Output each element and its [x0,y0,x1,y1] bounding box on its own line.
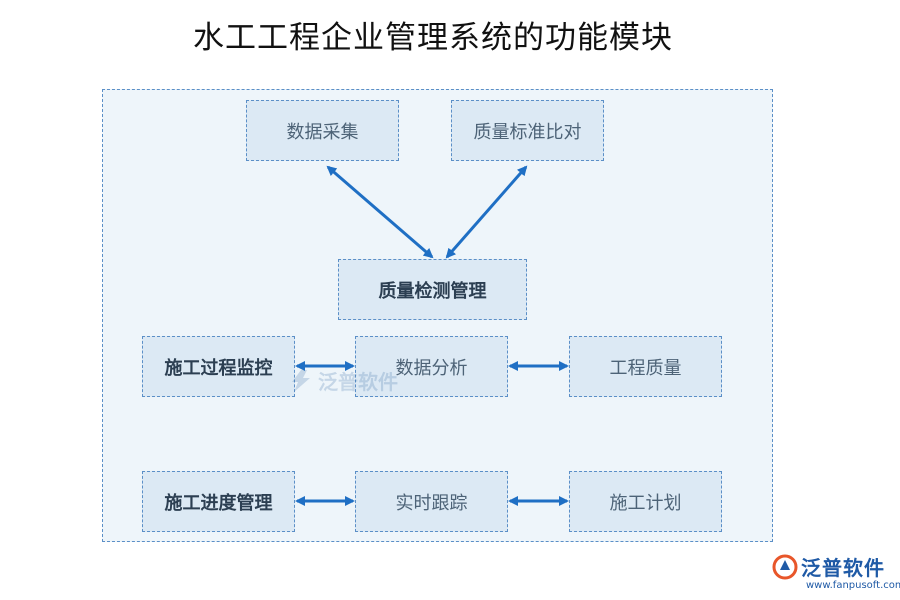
node-quality-compare: 质量标准比对 [451,100,604,161]
arrow-collect-inspect [326,165,434,259]
brand-logo: 泛普软件 [772,552,885,581]
node-process-monitor: 施工过程监控 [142,336,295,397]
brand-logo-icon [772,554,798,579]
arrow-compare-inspect [445,165,528,259]
brand-url: www.fanpusoft.com [806,580,900,591]
brand-name: 泛普软件 [801,556,885,580]
node-progress-manage: 施工进度管理 [142,471,295,532]
node-data-analysis: 数据分析 [355,336,508,397]
watermark-logo-icon [292,369,310,392]
node-data-collect: 数据采集 [246,100,399,161]
node-quality-inspect: 质量检测管理 [338,259,527,320]
node-realtime-track: 实时跟踪 [355,471,508,532]
watermark: 泛普软件 [288,366,398,395]
diagram-title: 水工工程企业管理系统的功能模块 [193,20,673,56]
node-construction-plan: 施工计划 [569,471,722,532]
node-project-quality: 工程质量 [569,336,722,397]
watermark-text: 泛普软件 [318,370,398,394]
